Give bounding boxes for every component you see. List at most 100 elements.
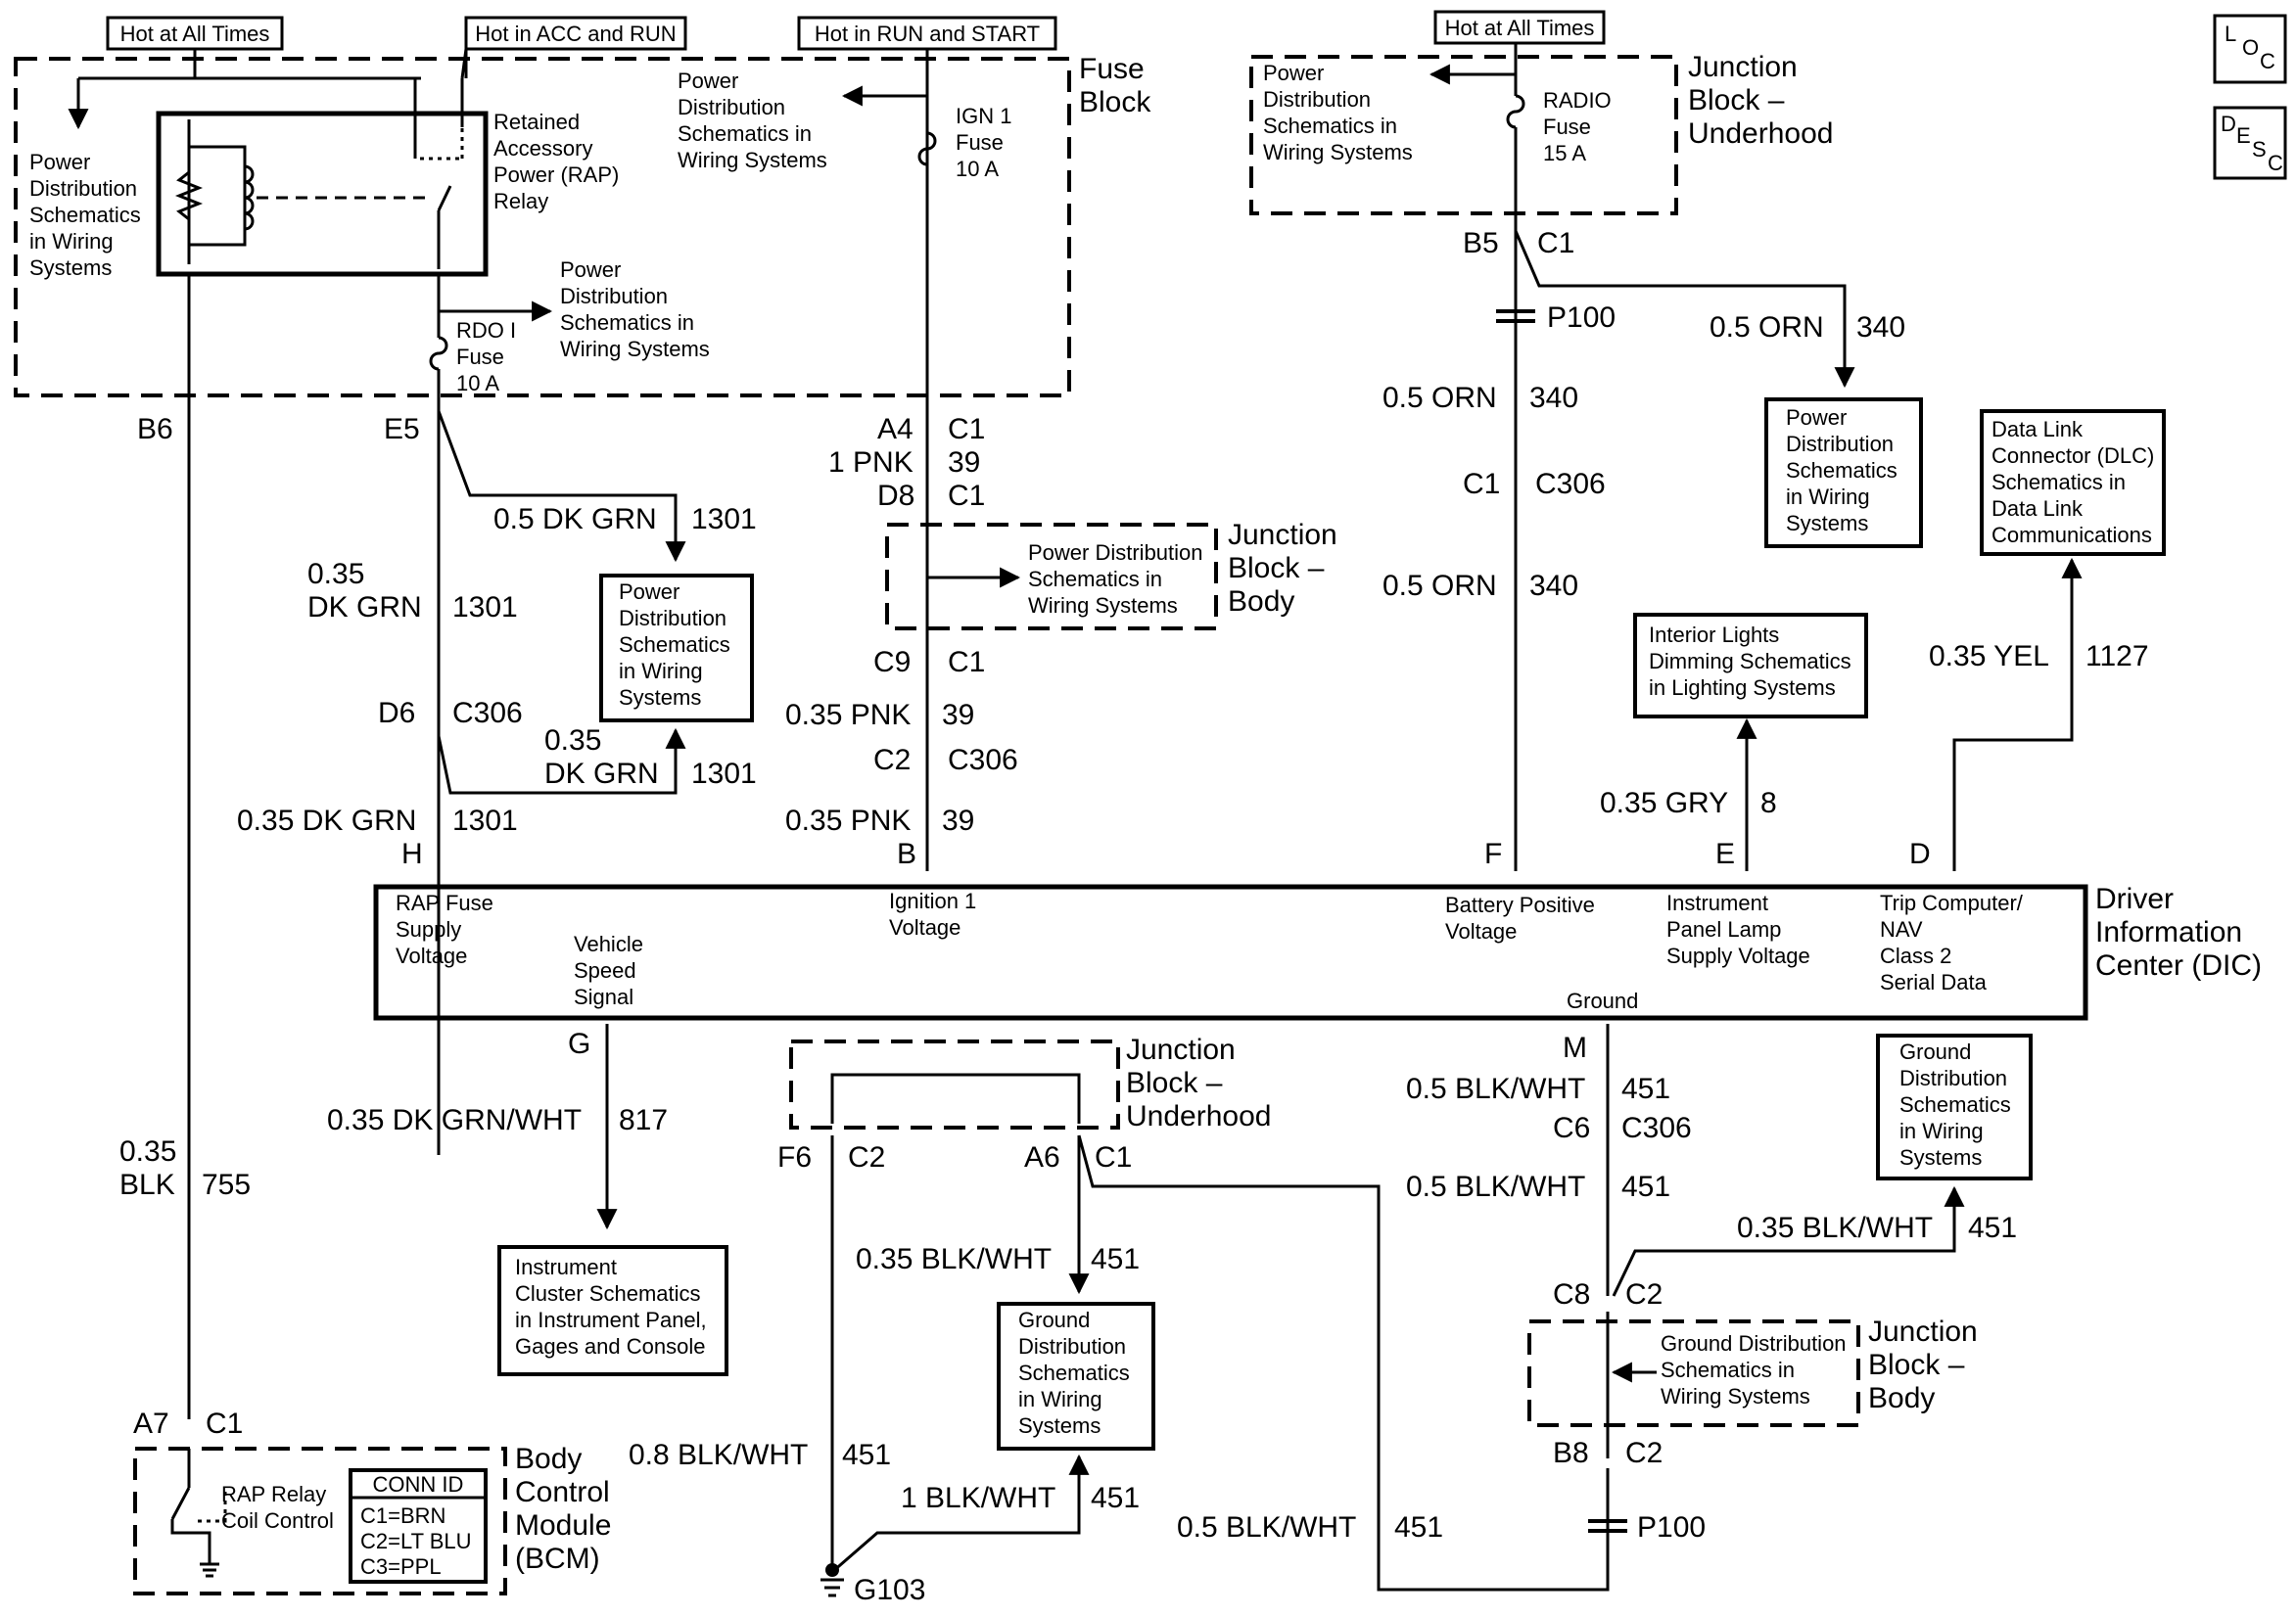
svg-text:E: E	[2236, 123, 2251, 148]
blk-wire-size: 0.35 BLK	[119, 1135, 185, 1201]
svg-text:1301: 1301	[452, 805, 518, 837]
jb-pd-label: Power Distribution Schematics in Wiring …	[1263, 61, 1413, 164]
svg-text:H: H	[401, 838, 423, 870]
coil-icon	[244, 164, 255, 231]
jb-body-gd-label: Ground Distribution Schematics in Wiring…	[1661, 1331, 1852, 1409]
hot-at-all-times-label: Hot at All Times	[120, 22, 270, 46]
svg-text:0.35 BLK/WHT: 0.35 BLK/WHT	[1737, 1212, 1933, 1244]
jb-hot-label: Hot at All Times	[1445, 16, 1595, 40]
svg-text:451: 451	[1091, 1482, 1140, 1514]
rap-relay-label: Retained Accessory Power (RAP) Relay	[493, 110, 625, 213]
fuse-block-title: Fuse Block	[1079, 53, 1152, 118]
dlc-box-label: Data Link Connector (DLC) Schematics in …	[1991, 417, 2160, 547]
dimming-box-label: Interior Lights Dimming Schematics in Li…	[1649, 623, 1857, 700]
loc-icon[interactable]: LOC	[2213, 14, 2287, 84]
pd-left-label: Power Distribution Schematics in Wiring …	[29, 150, 147, 280]
right-column: B5 C1 P100 0.5 ORN 340 0.5 ORN 340 Power…	[1382, 219, 2166, 871]
gd-box	[997, 1302, 1155, 1451]
svg-text:0.8 BLK/WHT: 0.8 BLK/WHT	[629, 1439, 808, 1471]
svg-text:O: O	[2242, 35, 2259, 60]
svg-text:39: 39	[942, 699, 974, 731]
hot-acc-run-label: Hot in ACC and RUN	[475, 22, 676, 46]
svg-text:39: 39	[942, 805, 974, 837]
svg-text:L: L	[2225, 22, 2236, 46]
svg-text:340: 340	[1529, 570, 1578, 602]
svg-text:C1: C1	[948, 646, 985, 678]
rdo-fuse-icon	[429, 336, 448, 371]
svg-text:C: C	[2260, 49, 2275, 73]
svg-text:A4: A4	[877, 413, 914, 445]
svg-text:0.5 BLK/WHT: 0.5 BLK/WHT	[1406, 1073, 1585, 1105]
bcm-relay-label: RAP Relay Coil Control	[221, 1482, 334, 1533]
bcm-ground-icon	[200, 1562, 219, 1578]
jb-underhood-bottom-title: Junction Block – Underhood	[1126, 1034, 1271, 1132]
svg-text:F6: F6	[777, 1141, 812, 1174]
svg-text:G: G	[568, 1028, 590, 1060]
hot-acc-run-box	[464, 16, 687, 51]
svg-text:G103: G103	[854, 1574, 925, 1606]
svg-text:1127: 1127	[2085, 640, 2149, 672]
radio-fuse-icon	[1506, 94, 1525, 219]
svg-text:0.35 DK GRN: 0.35 DK GRN	[237, 805, 416, 837]
svg-text:F: F	[1484, 838, 1502, 870]
svg-text:E5: E5	[384, 413, 420, 445]
svg-text:C8: C8	[1553, 1278, 1590, 1311]
svg-text:0.35 PNK: 0.35 PNK	[785, 805, 911, 837]
conn-id-rows: C1=BRN C2=LT BLU C3=PPL	[360, 1503, 478, 1579]
splice-p100-bottom	[1588, 1519, 1627, 1533]
svg-text:C1: C1	[1463, 468, 1500, 500]
svg-text:0.35 GRY: 0.35 GRY	[1600, 787, 1728, 819]
svg-text:451: 451	[1394, 1511, 1443, 1544]
dic-trip: Trip Computer/ NAV Class 2 Serial Data	[1880, 891, 2029, 994]
svg-text:1 BLK/WHT: 1 BLK/WHT	[901, 1482, 1055, 1514]
svg-text:817: 817	[619, 1104, 668, 1136]
lower-section: G 0.35 DK GRN/WHT 817 Instrument Cluster…	[327, 1024, 2033, 1606]
left-wire3-size: 0.35 DK GRN	[544, 724, 659, 790]
svg-text:0.35 BLK/WHT: 0.35 BLK/WHT	[856, 1243, 1052, 1275]
hot-run-start-label: Hot in RUN and START	[815, 22, 1040, 46]
svg-text:451: 451	[1091, 1243, 1140, 1275]
svg-text:0.5 ORN: 0.5 ORN	[1710, 311, 1824, 344]
dic-vss: Vehicle Speed Signal	[574, 932, 649, 1009]
svg-text:C1: C1	[206, 1408, 243, 1440]
svg-text:C6: C6	[1553, 1112, 1590, 1144]
svg-text:M: M	[1563, 1032, 1587, 1064]
svg-text:0.5 ORN: 0.5 ORN	[1382, 570, 1497, 602]
splice-p100-top	[1496, 309, 1535, 323]
svg-text:1301: 1301	[452, 591, 518, 624]
bcm-title: Body Control Module (BCM)	[515, 1443, 620, 1575]
ic-box	[497, 1245, 728, 1376]
gd-box-2-label: Ground Distribution Schematics in Wiring…	[1899, 1040, 2017, 1170]
svg-text:0.5 ORN: 0.5 ORN	[1382, 382, 1497, 414]
rap-relay-box	[156, 111, 489, 277]
svg-text:S: S	[2252, 137, 2267, 162]
pd-box-right-label: Power Distribution Schematics in Wiring …	[1786, 405, 1903, 535]
bcm-module: A7 C1 RAP Relay Coil Control CONN ID C1=…	[133, 1408, 620, 1595]
svg-text:C2: C2	[1625, 1278, 1663, 1311]
svg-text:B6: B6	[137, 413, 173, 445]
jb-underhood-title: Junction Block – Underhood	[1688, 51, 1833, 150]
jb-body-bottom	[1527, 1319, 1860, 1427]
svg-text:D: D	[2221, 112, 2236, 136]
pd-top-label: Power Distribution Schematics in Wiring …	[678, 69, 827, 172]
dic-module: Driver Information Center (DIC) RAP Fuse…	[373, 883, 2262, 1021]
svg-text:451: 451	[1621, 1171, 1670, 1203]
svg-text:C9: C9	[873, 646, 911, 678]
left-column: B6 E5 0.5 DK GRN 1301 0.35 DK GRN 1301 P…	[119, 410, 757, 1419]
dimming-box	[1633, 613, 1868, 718]
svg-text:0.5 BLK/WHT: 0.5 BLK/WHT	[1406, 1171, 1585, 1203]
svg-text:D6: D6	[378, 697, 415, 729]
svg-text:C: C	[2268, 151, 2283, 175]
gd-box-label: Ground Distribution Schematics in Wiring…	[1018, 1308, 1136, 1438]
pd-box-left-label: Power Distribution Schematics in Wiring …	[619, 579, 736, 710]
dic-ipl: Instrument Panel Lamp Supply Voltage	[1666, 891, 1810, 968]
mid-column: A4 C1 1 PNK 39 D8 C1 Power Distribution …	[785, 372, 1345, 871]
dic-rap-supply: RAP Fuse Supply Voltage	[396, 891, 499, 968]
svg-text:C2: C2	[873, 744, 911, 776]
jb-body-top-title: Junction Block – Body	[1228, 519, 1345, 618]
gd-box-2	[1876, 1034, 2033, 1180]
resistor-icon	[174, 170, 204, 221]
jb-underhood-bottom	[789, 1040, 1120, 1130]
svg-text:P100: P100	[1547, 301, 1616, 334]
